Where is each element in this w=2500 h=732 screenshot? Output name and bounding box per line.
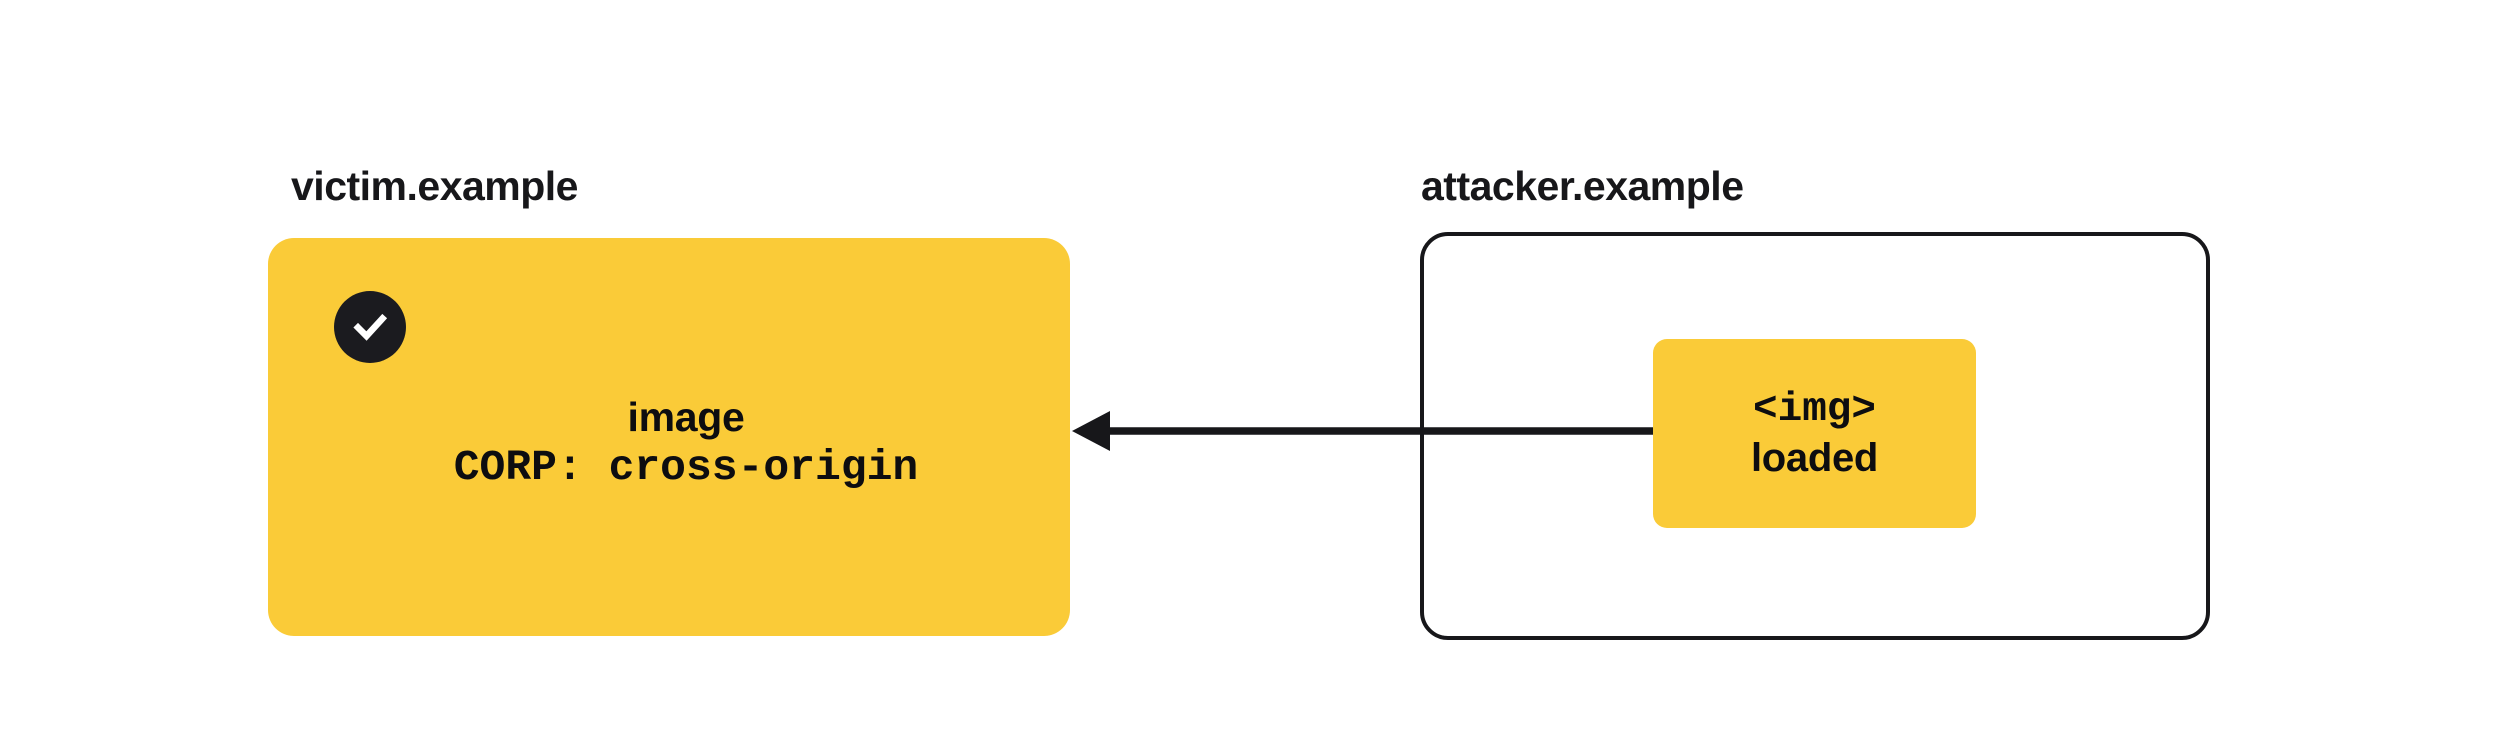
attacker-origin-label: attacker.example: [1421, 163, 1744, 209]
img-element-node: <img> loaded: [1653, 339, 1976, 528]
victim-resource-text: image CORP: cross-origin: [268, 392, 1104, 494]
check-icon: [334, 291, 406, 363]
victim-resource-name: image: [627, 394, 745, 440]
victim-origin-panel: [268, 238, 1070, 636]
request-arrow: [1072, 411, 1653, 451]
victim-resource-header: CORP: cross-origin: [453, 443, 919, 492]
img-tag-label: <img>: [1752, 386, 1877, 433]
img-state-label: loaded: [1750, 435, 1879, 480]
victim-origin-label: victim.example: [291, 163, 579, 209]
